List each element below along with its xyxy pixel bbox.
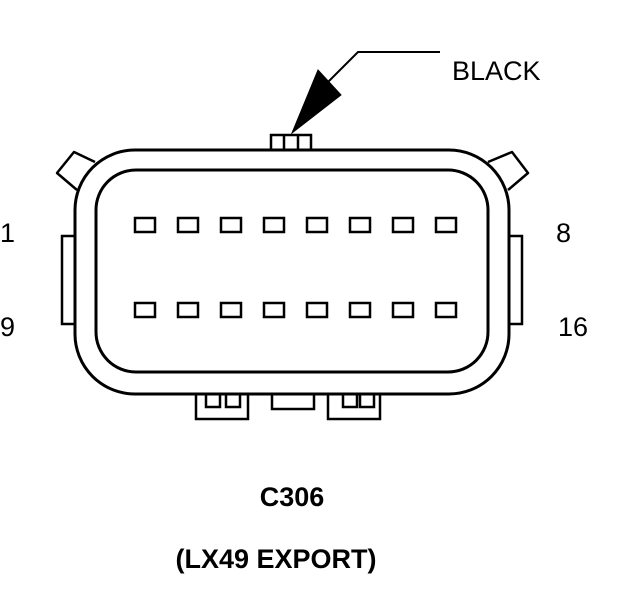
pin-cavity-3	[219, 216, 243, 234]
connector-housing-inner	[94, 168, 490, 374]
pin-cavity-7	[391, 216, 415, 234]
pin-label-1: 1	[0, 218, 15, 248]
pin-label-9: 9	[0, 312, 15, 342]
pin-cavity-11	[219, 301, 243, 319]
left-rib	[60, 234, 77, 326]
pin-cavity-4	[262, 216, 286, 234]
pin-cavity-9	[133, 301, 157, 319]
connector-name: C306	[260, 482, 325, 512]
color-leader	[317, 51, 440, 93]
pin-cavity-8	[434, 216, 458, 234]
right-rib	[507, 234, 524, 326]
pin-label-16: 16	[558, 312, 588, 342]
connector-color-label: BLACK	[452, 56, 541, 86]
pin-cavity-14	[348, 301, 372, 319]
connector-variant: (LX49 EXPORT)	[175, 544, 376, 574]
leader-arrowhead	[290, 69, 342, 135]
left-ear	[55, 150, 96, 191]
pin-cavity-2	[176, 216, 200, 234]
pin-cavity-16	[434, 301, 458, 319]
pin-cavity-12	[262, 301, 286, 319]
pin-cavity-15	[391, 301, 415, 319]
pin-cavity-6	[348, 216, 372, 234]
pin-cavity-13	[305, 301, 329, 319]
pin-label-8: 8	[556, 218, 571, 248]
pin-cavity-5	[305, 216, 329, 234]
pin-cavity-10	[176, 301, 200, 319]
pin-cavity-1	[133, 216, 157, 234]
right-ear	[487, 150, 530, 191]
pin-cavities	[133, 216, 458, 319]
